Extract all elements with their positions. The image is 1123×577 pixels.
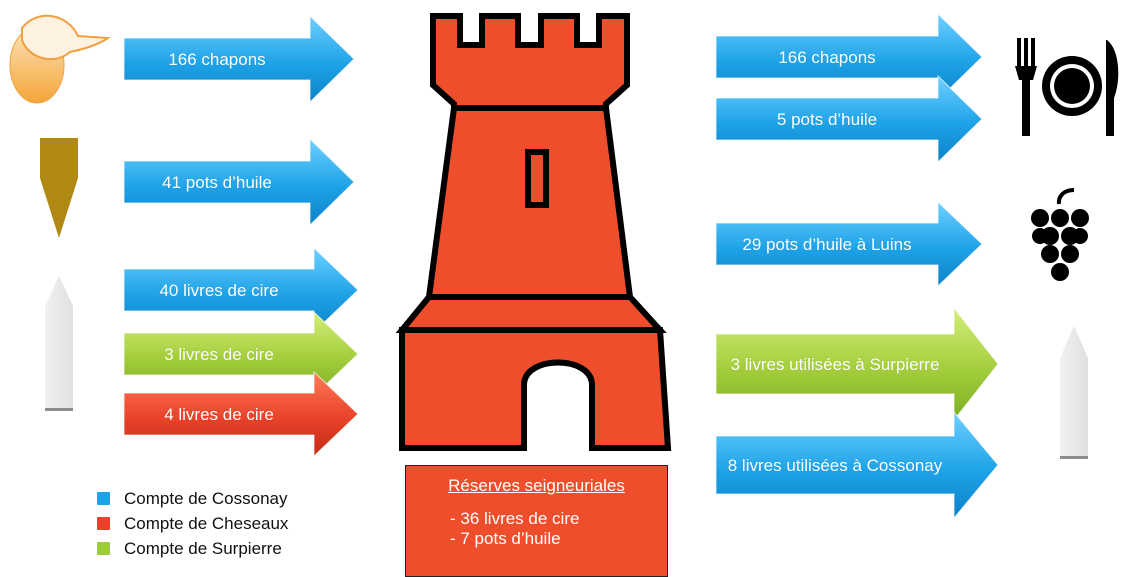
reserves-item: - 7 pots d’huile: [450, 529, 561, 548]
grapes-icon: [1031, 188, 1089, 281]
legend-label: Compte de Surpierre: [124, 538, 282, 558]
right-arrow-cossonay: [715, 410, 999, 520]
reserves-box: Réserves seigneuriales - 36 livres de ci…: [405, 465, 668, 577]
legend-swatch-cheseaux: [97, 517, 110, 530]
legend-label: Compte de Cossonay: [124, 488, 288, 508]
oil-jar-icon: [40, 138, 78, 238]
candle-icon: [1060, 326, 1088, 459]
left-arrow-label: 4 livres de cire: [164, 404, 274, 424]
left-arrow-cheseaux: [123, 370, 359, 458]
left-arrow-cossonay: [123, 246, 359, 334]
tower-icon: [395, 13, 672, 451]
legend-label: Compte de Cheseaux: [124, 513, 289, 533]
plate-cutlery-icon: [1015, 38, 1119, 136]
chicken-icon: [9, 14, 112, 104]
right-arrow-surpierre: [715, 306, 999, 422]
reserves-list: - 36 livres de cire - 7 pots d’huile: [450, 509, 579, 549]
right-arrow-label: 166 chapons: [778, 47, 876, 67]
right-arrow-label: 29 pots d’huile à Luins: [742, 234, 912, 254]
left-arrow-label: 40 livres de cire: [159, 280, 279, 300]
legend-swatch-surpierre: [97, 542, 110, 555]
left-arrow-label: 166 chapons: [168, 49, 266, 69]
legend-item-surpierre: Compte de Surpierre: [97, 536, 288, 561]
candle-icon: [45, 276, 73, 411]
legend-item-cossonay: Compte de Cossonay: [97, 486, 288, 511]
reserves-item: - 36 livres de cire: [450, 509, 580, 528]
right-arrow-label: 3 livres utilisées à Surpierre: [730, 354, 940, 374]
right-arrow-cossonay: [715, 74, 983, 164]
right-arrow-cossonay: [715, 12, 983, 102]
right-arrow-label: 8 livres utilisées à Cossonay: [727, 455, 943, 475]
left-arrow-label: 41 pots d’huile: [162, 172, 272, 192]
right-arrow-label: 5 pots d’huile: [776, 109, 878, 129]
legend-item-cheseaux: Compte de Cheseaux: [97, 511, 288, 536]
left-arrow-group: [123, 14, 359, 458]
left-arrow-label: 3 livres de cire: [164, 344, 274, 364]
right-arrow-cossonay: [715, 200, 983, 288]
left-arrow-cossonay: [123, 14, 355, 104]
left-arrow-cossonay: [123, 137, 355, 227]
left-arrow-surpierre: [123, 310, 359, 398]
legend: Compte de Cossonay Compte de Cheseaux Co…: [97, 486, 288, 561]
reserves-title: Réserves seigneuriales: [448, 476, 625, 495]
legend-swatch-cossonay: [97, 492, 110, 505]
right-arrow-group: [715, 12, 999, 520]
